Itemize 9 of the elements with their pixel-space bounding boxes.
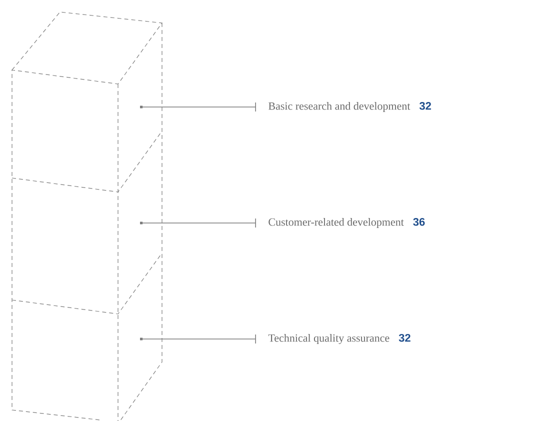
item-label: Basic research and development: [268, 102, 410, 112]
page-number: 32: [398, 334, 410, 342]
item-label: Technical quality assurance: [268, 334, 390, 344]
leader-line: [140, 334, 256, 344]
page-number: 36: [413, 218, 425, 226]
leader-line: [140, 102, 256, 112]
page-number: 32: [419, 102, 431, 110]
leader-line: [140, 218, 256, 228]
item-label: Customer-related development: [268, 218, 404, 228]
